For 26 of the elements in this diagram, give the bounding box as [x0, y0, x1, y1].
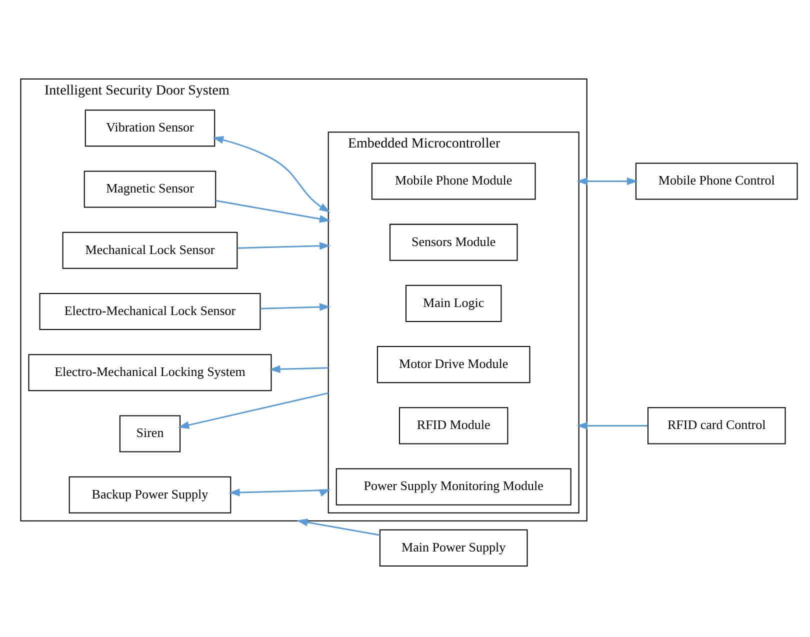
- arrow: [178, 392, 329, 429]
- node-box: Mechanical Lock Sensor: [62, 232, 238, 269]
- node-box: Magnetic Sensor: [84, 170, 216, 208]
- node-box: RFID card Control: [647, 407, 786, 444]
- node-box: Main Logic: [406, 284, 502, 322]
- node-box: Sensors Module: [389, 224, 518, 261]
- arrow: [269, 365, 328, 374]
- arrow: [576, 177, 638, 186]
- node-box: Electro-Mechanical Lock Sensor: [39, 292, 261, 330]
- arrow: [260, 303, 331, 311]
- arrow: [212, 136, 330, 212]
- arrow: [237, 242, 331, 250]
- node-box: Electro-Mechanical Locking System: [28, 354, 272, 392]
- node-box: RFID Module: [399, 407, 508, 444]
- node-box: Mobile Phone Module: [371, 162, 536, 200]
- arrow: [576, 422, 648, 430]
- arrow: [216, 200, 331, 223]
- node-box: Main Power Supply: [379, 529, 528, 566]
- arrow: [228, 488, 330, 497]
- node-box: Backup Power Supply: [68, 476, 232, 514]
- node-box: Mobile Phone Control: [635, 162, 798, 200]
- node-box: Power Supply Monitoring Module: [336, 468, 572, 506]
- node-box: Vibration Sensor: [84, 110, 216, 147]
- node-box: Siren: [119, 415, 181, 452]
- arrow: [296, 518, 380, 536]
- node-box: Motor Drive Module: [376, 346, 530, 384]
